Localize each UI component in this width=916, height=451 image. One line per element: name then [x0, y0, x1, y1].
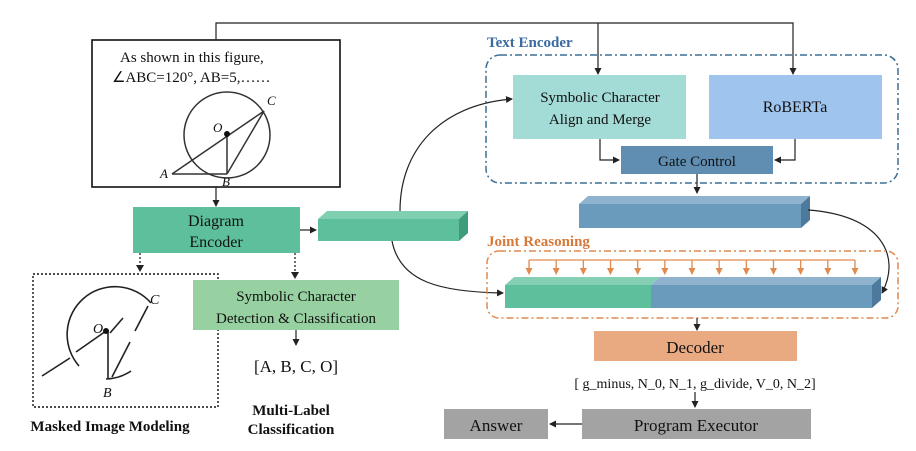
attention-arrows: [525, 260, 859, 275]
text-encoder-title: Text Encoder: [487, 35, 573, 51]
multi-label-line1: Multi-Label: [252, 403, 330, 419]
diagram-encoder-label-line2: Encoder: [189, 234, 243, 251]
problem-box: [91, 39, 341, 188]
diagram-encoder-label-line1: Diagram: [188, 213, 245, 230]
text-feature-curve: [807, 209, 890, 294]
point-label-a: A: [159, 166, 168, 181]
text-encoder-group: [485, 54, 899, 184]
masked-point-b: B: [103, 386, 112, 401]
masked-center-dot: [103, 328, 109, 334]
align-merge-box: [513, 75, 686, 139]
symbolic-detection-box: [193, 280, 399, 330]
joint-reasoning-title: Joint Reasoning: [487, 234, 590, 250]
symbol-labels-output: [A, B, C, O]: [254, 357, 338, 376]
point-label-o: O: [213, 120, 223, 135]
align-merge-label-line1: Symbolic Character: [540, 90, 660, 106]
dotted-arrow-head-left: [136, 265, 144, 272]
decoder-box: [594, 331, 797, 361]
masked-image-box: [32, 273, 219, 408]
diagram-feature-curves: [391, 96, 513, 297]
text-feature-bar: [579, 196, 810, 228]
multi-label-line2: Classification: [248, 422, 335, 438]
masked-point-c: C: [150, 293, 160, 308]
program-executor-label: Program Executor: [634, 416, 758, 435]
point-label-c: C: [267, 93, 276, 108]
diagram-encoder-box: [133, 207, 300, 253]
gate-connectors: [599, 139, 796, 194]
dotted-connectors: [139, 253, 296, 276]
masked-geometry-figure: [41, 285, 152, 380]
joint-feature-bar: [505, 277, 881, 308]
program-sequence: [ g_minus, N_0, N_1, g_divide, V_0, N_2]: [574, 377, 815, 392]
point-label-b: B: [222, 174, 230, 189]
symbolic-detection-label-line2: Detection & Classification: [216, 311, 376, 327]
roberta-box: [709, 75, 882, 139]
dotted-arrow-head-right: [291, 272, 299, 279]
masked-image-modeling-label: Masked Image Modeling: [30, 419, 190, 435]
diagram-feature-bar: [318, 211, 468, 241]
align-merge-label-line2: Align and Merge: [549, 112, 652, 128]
problem-text-line1: As shown in this figure,: [120, 50, 264, 66]
gate-control-label: Gate Control: [658, 154, 736, 170]
symbolic-detection-label-line1: Symbolic Character: [236, 289, 356, 305]
joint-reasoning-group: [486, 250, 899, 319]
roberta-label: RoBERTa: [763, 99, 828, 116]
answer-label: Answer: [470, 416, 523, 435]
answer-box: [444, 409, 548, 439]
text-feed-connector: [215, 22, 797, 75]
decoder-label: Decoder: [666, 338, 724, 357]
gate-control-box: [621, 146, 773, 174]
program-executor-box: [582, 409, 811, 439]
problem-text-line2: ∠ABC=120°, AB=5,……: [112, 70, 270, 86]
geometry-figure: [171, 91, 271, 179]
masked-point-o: O: [93, 322, 103, 337]
